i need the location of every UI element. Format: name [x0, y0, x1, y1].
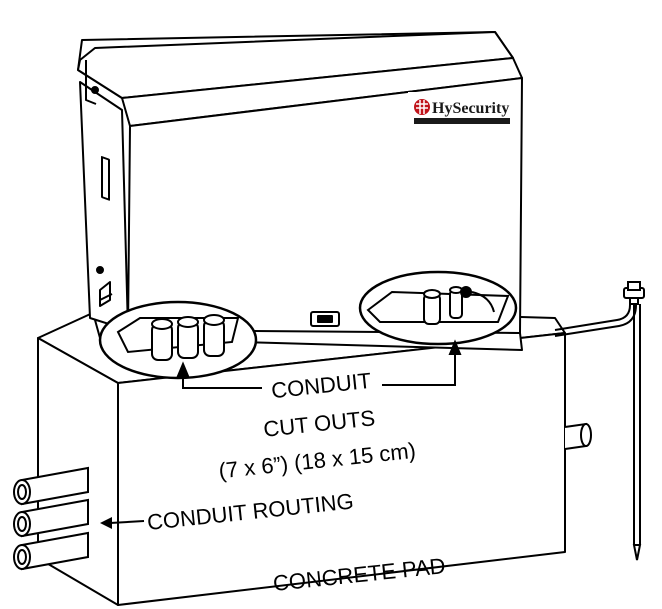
left-conduit-cutout [98, 300, 258, 380]
cutout-leader-lines [176, 339, 462, 389]
hysecurity-logo: HySecurity [408, 92, 512, 130]
hysecurity-logo-icon [414, 99, 430, 115]
brand-name: HySecurity [432, 100, 509, 117]
conduit-routing-arrow [100, 517, 145, 529]
conduit-stub-right [564, 422, 592, 450]
ground-rod [554, 281, 645, 561]
conduit-pipes-left [13, 466, 89, 571]
right-conduit-cutout [358, 270, 518, 346]
